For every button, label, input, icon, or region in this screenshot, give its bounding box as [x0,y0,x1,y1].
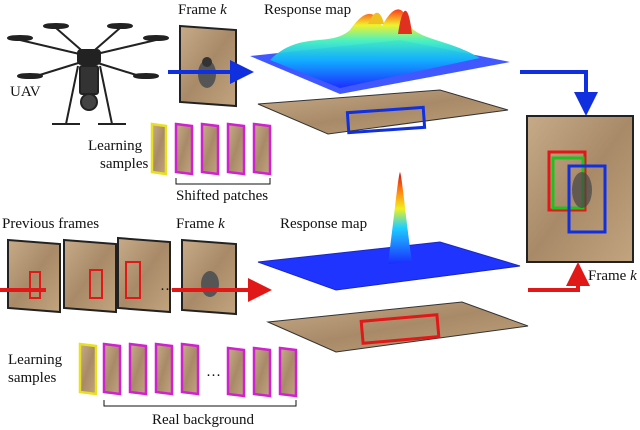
final-frame-image [526,115,634,263]
shifted-patches-bracket [175,178,271,185]
learning-samples-top-label-2: samples [100,156,148,172]
real-background-label: Real background [152,412,255,428]
previous-frames-stack [7,236,171,314]
learning-samples-top-label-1: Learning [88,138,143,154]
previous-frames-label: Previous frames [2,216,99,232]
frame-k-mid-label: Frame k [176,216,225,232]
frames-ellipsis: ··· [160,282,175,298]
shifted-patches-label: Shifted patches [176,188,268,204]
uav-drone-icon [7,23,169,125]
frame-k-right-label: Frame k [588,268,637,284]
shifted-patches-top [150,122,272,176]
uav-label: UAV [10,84,41,100]
red-arrow-output [528,262,590,292]
learning-samples-bottom-label-2: samples [8,370,56,386]
frame-k-top-image [179,24,237,108]
blue-arrow-output [520,70,598,116]
learning-samples-bottom-label-1: Learning [8,352,63,368]
samples-ellipsis: ··· [206,368,221,384]
real-background-patches [78,342,298,398]
response-map-top-label: Response map [264,2,351,18]
real-background-bracket [103,400,297,407]
frame-k-top-label: Frame k [178,2,227,18]
response-map-bottom-image [257,172,529,353]
frame-k-mid-image [181,238,237,316]
response-map-top-image [250,9,510,135]
response-map-bottom-label: Response map [280,216,367,232]
